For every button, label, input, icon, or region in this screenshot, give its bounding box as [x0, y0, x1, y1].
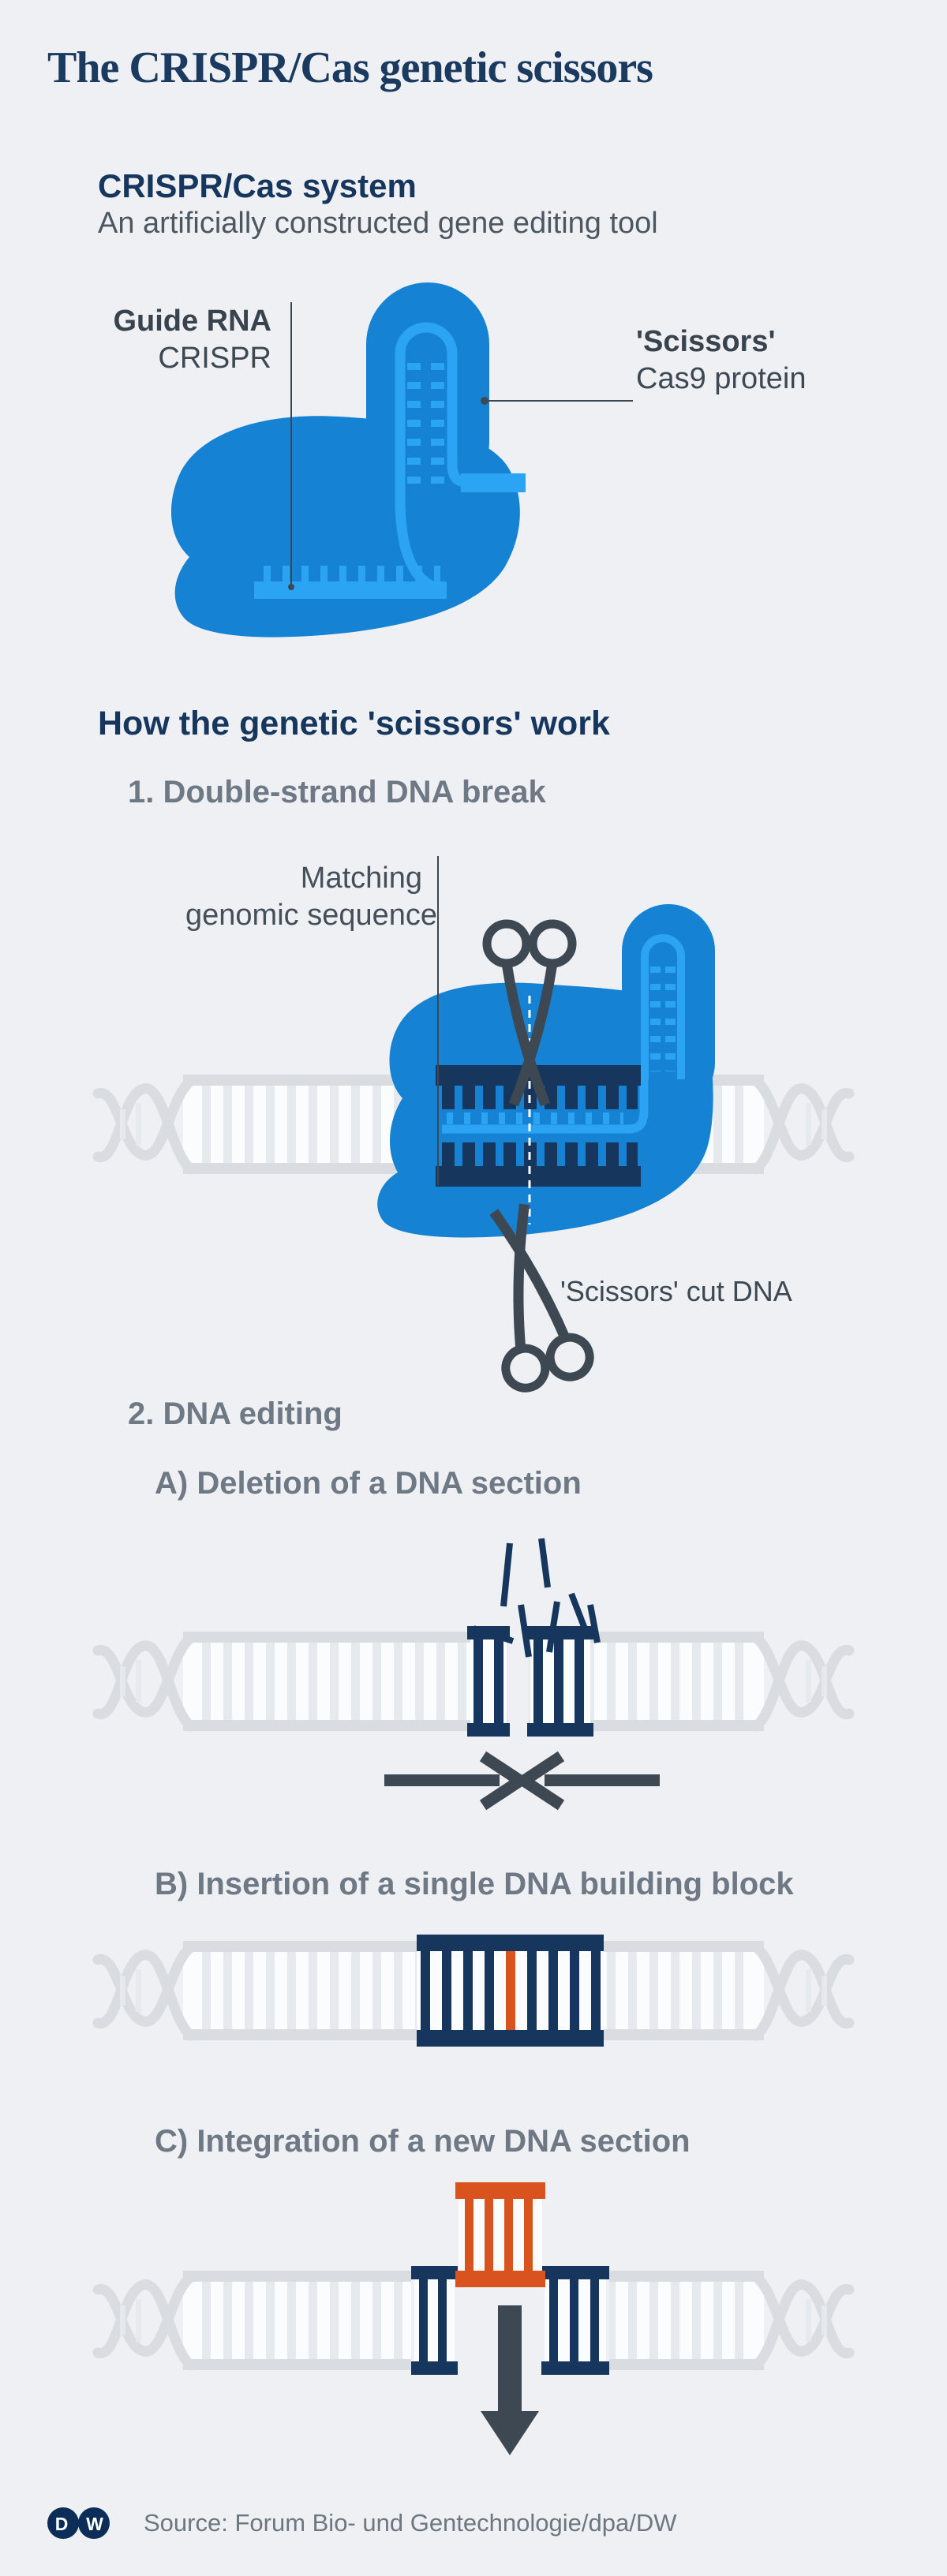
cut-dna-end-left — [467, 1626, 510, 1737]
page-title: The CRISPR/Cas genetic scissors — [47, 43, 653, 92]
matching-label-line1: Matching — [300, 862, 422, 895]
step1-title: 1. Double-strand DNA break — [128, 775, 546, 809]
guide-rna-label-title: Guide RNA — [113, 305, 271, 338]
cut-dna-end-right-c — [541, 2266, 609, 2375]
cut-dna-end-left-c — [411, 2266, 458, 2375]
matching-label-line2: genomic sequence — [185, 899, 437, 932]
matching-sequence-label: Matching genomic sequence — [185, 860, 437, 934]
cut-dna-end-right — [527, 1626, 593, 1737]
insertion-diagram — [98, 1935, 849, 2047]
deleted-fragments — [472, 1538, 601, 1658]
guide-rna-label: Guide RNA CRISPR — [35, 303, 271, 377]
integration-diagram — [98, 2182, 849, 2455]
scissors-bottom-icon — [489, 1203, 594, 1393]
scissors-cut-dna-label: 'Scissors' cut DNA — [560, 1275, 792, 1307]
converging-arrows — [384, 1751, 660, 1811]
option-a-heading: A) Deletion of a DNA section — [155, 1466, 582, 1501]
option-c-heading: C) Integration of a new DNA section — [155, 2124, 691, 2159]
down-arrow — [481, 2305, 539, 2455]
source-credit: Source: Forum Bio- und Gentechnologie/dp… — [144, 2509, 677, 2537]
dw-logo-letter-w: W — [86, 2514, 103, 2534]
intro-subheading: An artificially constructed gene editing… — [98, 207, 658, 240]
cas9-pointer-line — [481, 397, 633, 405]
guide-rna-label-sub: CRISPR — [158, 342, 271, 375]
step1-diagram — [98, 856, 849, 1393]
guide-rna-pointer-line — [288, 302, 294, 590]
guide-rna-strand — [254, 322, 526, 599]
edited-dna-segment — [417, 1935, 604, 2047]
dw-logo: D W — [47, 2507, 110, 2539]
option-b-heading: B) Insertion of a single DNA building bl… — [155, 1867, 794, 1901]
cas9-scissors-label-sub: Cas9 protein — [636, 362, 807, 395]
guide-rna-step1 — [442, 934, 685, 1134]
new-dna-segment — [455, 2182, 545, 2287]
scissors-top-icon — [482, 919, 577, 1107]
dna-clamp-segments — [436, 1065, 641, 1187]
inserted-building-block — [506, 1951, 515, 2030]
step2-title: 2. DNA editing — [128, 1396, 342, 1431]
how-heading: How the genetic 'scissors' work — [98, 705, 610, 742]
cas9-scissors-label: 'Scissors' Cas9 protein — [636, 323, 806, 398]
dw-logo-letter-d: D — [55, 2514, 69, 2534]
cas9-scissors-label-title: 'Scissors' — [636, 325, 776, 358]
deletion-diagram — [98, 1538, 849, 1811]
intro-heading: CRISPR/Cas system — [98, 167, 417, 204]
cas9-protein-diagram — [170, 282, 633, 637]
